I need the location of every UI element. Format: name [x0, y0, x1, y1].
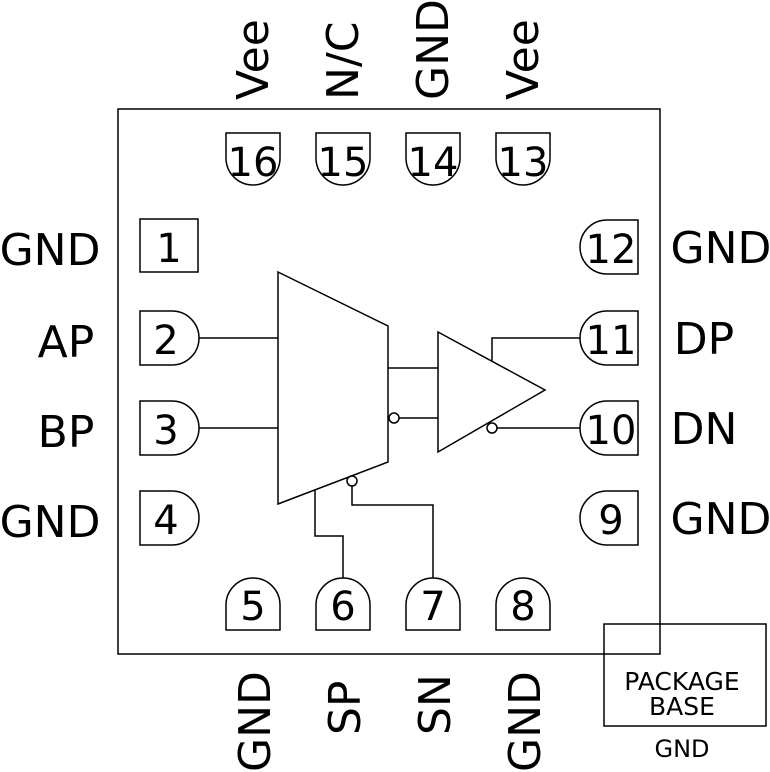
- pin-8-pad: [495, 577, 551, 631]
- pin-9-number: 9: [598, 498, 623, 544]
- pin-5-number: 5: [240, 584, 265, 630]
- pin-16-label: Vee: [228, 19, 279, 100]
- pin-6-label: SP: [320, 681, 371, 735]
- pin-2-label: AP: [38, 317, 95, 368]
- package-base-line1: PACKAGE: [624, 667, 739, 696]
- pin-16-pad: [225, 132, 281, 186]
- pin-8-label: GND: [500, 671, 551, 772]
- pin-11-number: 11: [586, 318, 637, 364]
- pin-5-label: GND: [230, 671, 281, 772]
- pin-5-pad: [225, 577, 281, 631]
- package-outline: [117, 108, 661, 655]
- pin-1: 1 GND: [0, 218, 199, 276]
- pin-11-label: DP: [674, 314, 734, 365]
- pin-6: 6 SP: [315, 577, 371, 735]
- pin-4-pad: [139, 490, 200, 546]
- pin-3-number: 3: [153, 408, 178, 454]
- pin-14-pad: [405, 132, 461, 186]
- package-base-gnd-label: GND: [654, 735, 709, 763]
- pin-1-pad: [139, 218, 199, 273]
- pin-2-number: 2: [153, 318, 178, 364]
- pin-10-pad: [579, 400, 639, 456]
- pin-5: 5 GND: [225, 577, 281, 772]
- pin-9-label: GND: [671, 494, 770, 545]
- pin-14-number: 14: [408, 140, 459, 186]
- pin-4-label: GND: [0, 497, 100, 548]
- pin-13-label: Vee: [498, 19, 549, 100]
- pin-10-number: 10: [586, 408, 637, 454]
- pin-2-pad: [139, 310, 200, 366]
- pin-15-number: 15: [318, 140, 369, 186]
- wire-dp: [491, 337, 580, 361]
- mux-inverting-output-bubble: [388, 412, 400, 424]
- pin-12-number: 12: [586, 227, 637, 273]
- pin-10-label: DN: [671, 404, 738, 455]
- wire-sn: [351, 486, 434, 578]
- buffer-inverting-output-bubble: [486, 422, 498, 434]
- pin-9: 9 GND: [579, 490, 770, 546]
- pin-8-number: 8: [510, 584, 535, 630]
- pin-12-label: GND: [671, 223, 770, 274]
- pin-7-pad: [405, 577, 461, 631]
- pin-15-label: N/C: [318, 22, 369, 100]
- pin-11: 11 DP: [579, 310, 734, 366]
- package-base-line2: BASE: [649, 692, 715, 721]
- pin-4-number: 4: [153, 498, 178, 544]
- package-base-box: [603, 623, 767, 727]
- pin-13: 13 Vee: [495, 19, 551, 186]
- pin-1-number: 1: [156, 226, 181, 272]
- pin-7: 7 SN: [405, 577, 461, 735]
- pin-14-label: GND: [408, 0, 459, 100]
- pin-4: 4 GND: [0, 490, 200, 548]
- pin-15-pad: [315, 132, 371, 186]
- pin-6-pad: [315, 577, 371, 631]
- pin-7-label: SN: [410, 674, 461, 735]
- pin-3-pad: [139, 400, 200, 456]
- wire-sp: [314, 490, 344, 578]
- pin-3-label: BP: [38, 407, 95, 458]
- pin-8: 8 GND: [495, 577, 551, 772]
- pin-16: 16 Vee: [225, 19, 281, 186]
- mux-symbol: [277, 270, 389, 506]
- pin-2: 2 AP: [38, 310, 200, 368]
- pin-14: 14 GND: [405, 0, 461, 186]
- pin-10: 10 DN: [579, 400, 738, 456]
- pin-1-label: GND: [0, 225, 100, 276]
- pin-15: 15 N/C: [315, 22, 371, 186]
- pin-3: 3 BP: [38, 400, 200, 458]
- pin-16-number: 16: [228, 140, 279, 186]
- pin-13-number: 13: [498, 140, 549, 186]
- pin-7-number: 7: [420, 584, 445, 630]
- pin-13-pad: [495, 132, 551, 186]
- pin-9-pad: [579, 490, 639, 546]
- pin-12: 12 GND: [579, 219, 770, 275]
- select-inverting-bubble: [346, 475, 358, 487]
- pin-11-pad: [579, 310, 639, 366]
- pin-6-number: 6: [330, 584, 355, 630]
- pin-12-pad: [579, 219, 639, 275]
